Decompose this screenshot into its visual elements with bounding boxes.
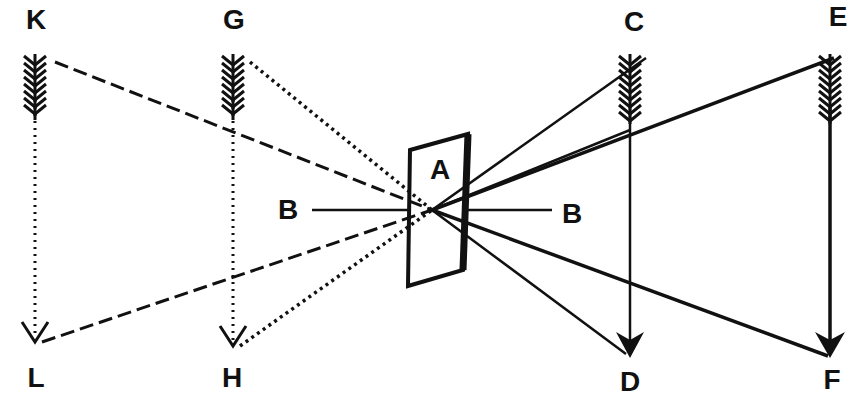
axis-letter: B: [276, 196, 300, 224]
object-shaft: [629, 105, 632, 352]
point-letter: G: [221, 6, 247, 34]
image-shaft: [232, 100, 235, 340]
lens-edge: [463, 134, 468, 270]
ray: [432, 210, 626, 354]
point-letter: F: [821, 366, 842, 394]
ray: [432, 58, 834, 210]
point-letter: K: [24, 6, 48, 34]
ray: [432, 58, 646, 210]
ray: [432, 210, 828, 356]
point-letter: H: [220, 364, 244, 392]
ray: [240, 210, 432, 346]
arrow-shaft: [34, 54, 37, 120]
ray: [55, 62, 432, 210]
lens: [408, 134, 468, 286]
point-letter: E: [827, 3, 850, 31]
ray: [42, 210, 432, 342]
point-letter: L: [25, 364, 46, 392]
image-shaft: [34, 100, 37, 335]
lens-letter: A: [428, 156, 452, 184]
object-shaft: [828, 105, 832, 352]
arrow-shaft: [232, 54, 235, 120]
arrow-head: [616, 332, 644, 358]
axis-letter: B: [560, 200, 584, 228]
point-letter: D: [618, 368, 642, 396]
point-letter: C: [622, 8, 646, 36]
arrow-head: [220, 326, 246, 346]
ray: [250, 62, 432, 210]
arrow-head: [22, 322, 48, 342]
